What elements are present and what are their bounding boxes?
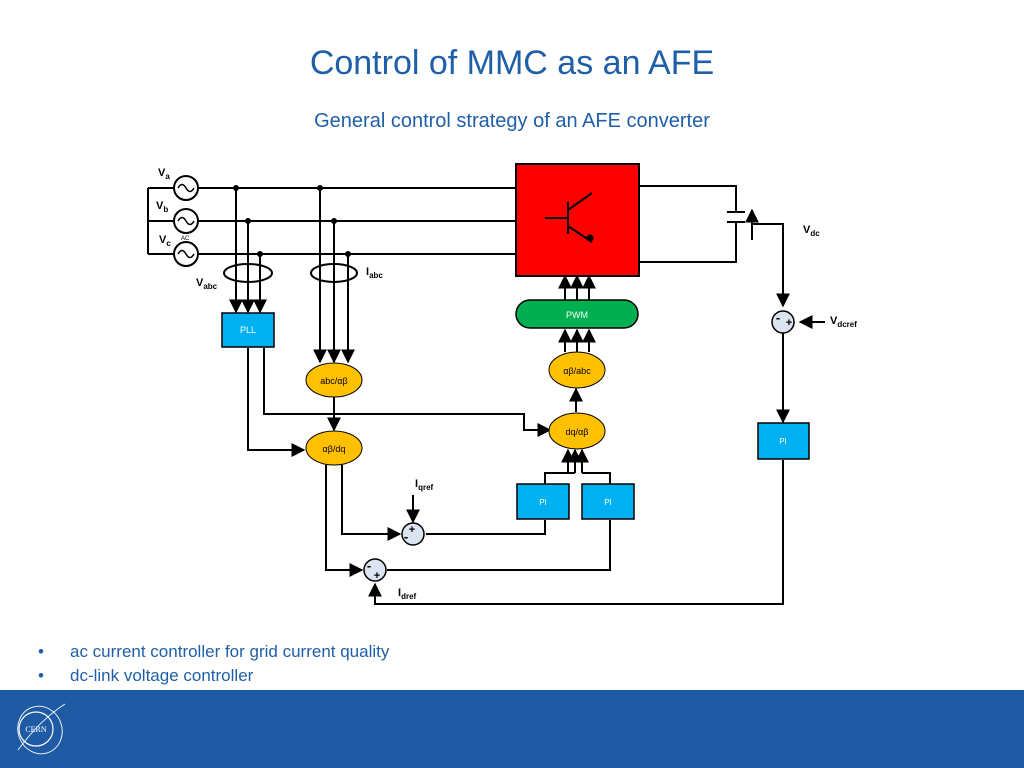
bullet-item: dc-link voltage controller (38, 664, 389, 688)
ac-source-b (173, 208, 199, 234)
alphabeta-abc-label: αβ/abc (563, 366, 591, 376)
label-vdcref: Vdcref (830, 315, 857, 329)
slide-title: Control of MMC as an AFE (309, 44, 715, 82)
pi-label-dc: PI (779, 437, 787, 446)
pi-label-d: PI (604, 498, 612, 507)
label-vb: Vb (156, 200, 168, 214)
pwm-block (515, 299, 639, 329)
afe-control-diagram: Va Vb Vc AC Vabc Iabc PWM PLL abc/αβ αβ/… (147, 163, 857, 605)
voltage-sensor-icon (223, 263, 273, 283)
svg-text:CERN: CERN (25, 725, 47, 734)
bullet-list: ac current controller for grid current q… (38, 640, 389, 688)
label-va: Va (158, 167, 170, 181)
svg-text:+: + (786, 317, 792, 329)
pi-block-d (581, 483, 635, 520)
pwm-label: PWM (566, 310, 588, 320)
dq-alphabeta-block (548, 412, 606, 450)
alphabeta-dq-block (305, 430, 363, 466)
bullet-item: ac current controller for grid current q… (38, 640, 389, 664)
label-vc: Vc (159, 234, 171, 248)
wires (147, 185, 825, 605)
converter-block (515, 163, 640, 277)
label-iabc: Iabc (366, 266, 383, 280)
svg-text:-: - (367, 558, 371, 573)
cern-logo-icon: CERN (17, 703, 66, 755)
current-sensor-icon (310, 263, 358, 283)
svg-text:-: - (776, 310, 780, 325)
sum-junction-dc: - + (771, 310, 795, 334)
label-idref: Idref (398, 587, 417, 601)
svg-text:+: + (409, 524, 415, 536)
ac-source-c (173, 241, 199, 267)
pll-label: PLL (240, 325, 256, 335)
ac-source-a (173, 175, 199, 201)
dq-alphabeta-label: dq/αβ (566, 427, 589, 437)
sum-junction-d: - + (363, 558, 387, 582)
svg-text:+: + (374, 570, 380, 582)
label-vdc: Vdc (803, 224, 820, 238)
alphabeta-abc-block (548, 351, 606, 389)
pll-block (221, 312, 275, 348)
pi-block-dc (757, 422, 810, 460)
alphabeta-dq-label: αβ/dq (323, 444, 346, 454)
pi-block-q (516, 483, 570, 520)
pi-label-q: PI (539, 498, 547, 507)
slide-subtitle: General control strategy of an AFE conve… (314, 110, 710, 132)
abc-alphabeta-block (305, 362, 363, 398)
sum-junction-q: + - (401, 522, 425, 546)
svg-text:-: - (404, 529, 408, 544)
junction-dots (233, 185, 351, 257)
igbt-icon (545, 192, 594, 243)
label-iqref: Iqref (415, 478, 434, 492)
ac-label: AC (181, 236, 190, 242)
abc-alphabeta-label: abc/αβ (320, 376, 347, 386)
footer-bar: CERN (0, 690, 1024, 768)
label-vabc: Vabc (196, 277, 218, 291)
